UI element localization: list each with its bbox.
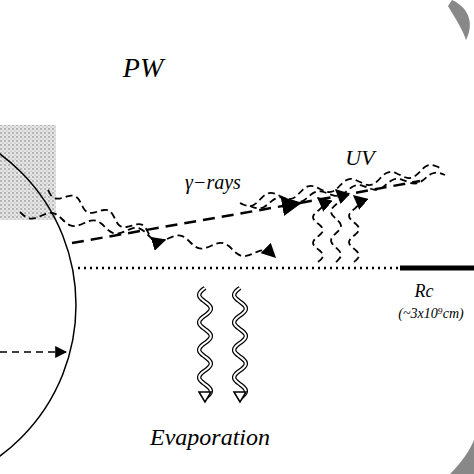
uv-wave: [313, 198, 323, 262]
text-label: (~3x10⁹cm): [398, 307, 463, 321]
uv-wave: [331, 190, 341, 262]
gamma-ray-wave: [20, 212, 275, 257]
wave-head: [234, 392, 246, 402]
evaporation-wave: [199, 288, 211, 402]
uv-wave: [349, 196, 359, 262]
companion-top: [448, 0, 470, 40]
text-label: PW: [123, 54, 163, 82]
wave-outline: [199, 288, 211, 398]
wave-fill: [199, 288, 211, 398]
wave-fill: [234, 288, 246, 398]
pulsar-circle: [0, 117, 76, 474]
text-label: γ−rays: [185, 172, 241, 192]
gamma-ray-wave: [48, 190, 165, 242]
text-label: Evaporation: [150, 425, 270, 449]
text-label: UV: [345, 147, 374, 169]
dotted-axis: [78, 267, 400, 270]
wave-head: [199, 392, 211, 402]
wave-outline: [234, 288, 246, 398]
wind-arrow: [72, 203, 300, 243]
wind-wave: [240, 165, 440, 206]
evaporation-wave: [234, 288, 246, 402]
text-label: Rc: [415, 282, 434, 300]
companion-bottom: [450, 440, 474, 474]
inner-arrow: [0, 351, 66, 353]
solid-axis: [400, 266, 474, 271]
wind-wave: [250, 173, 445, 209]
